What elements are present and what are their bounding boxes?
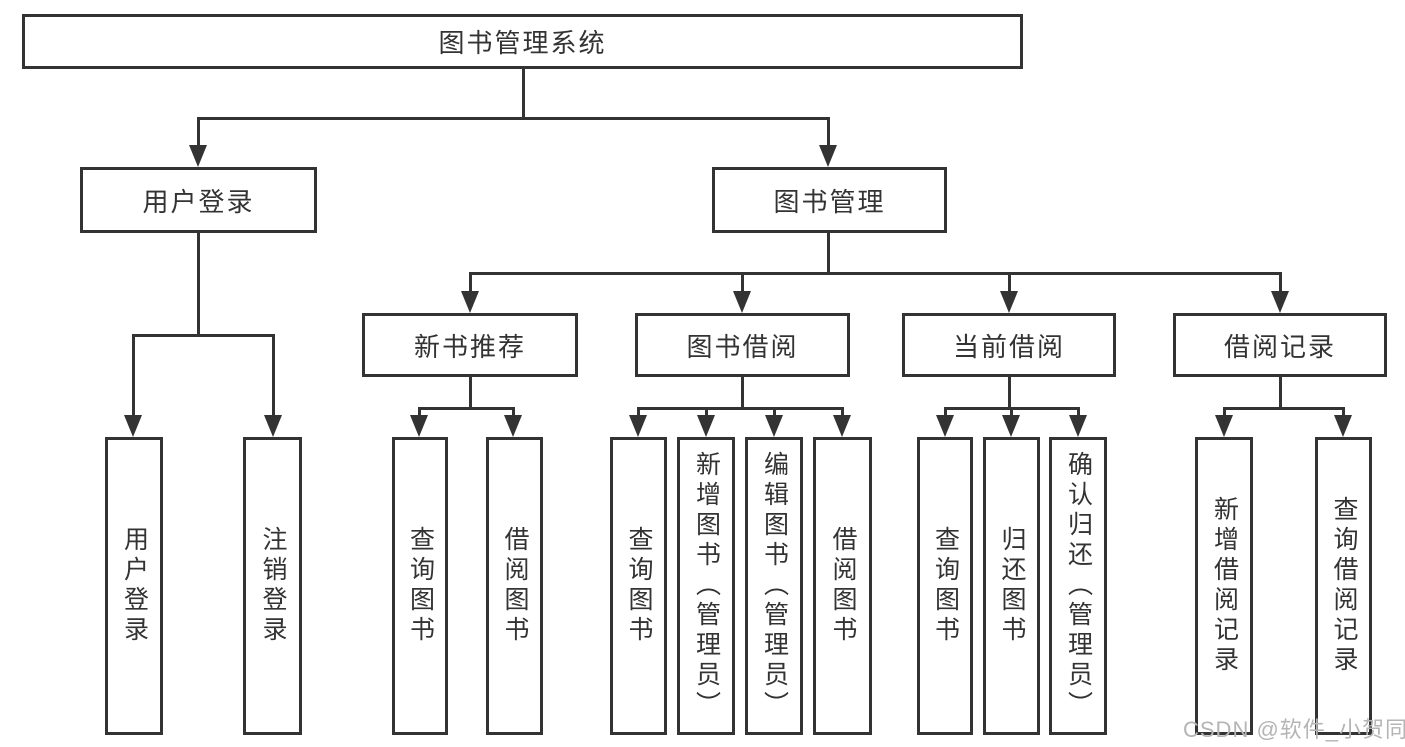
arrow-down-icon — [1334, 415, 1352, 437]
connector-line — [511, 408, 515, 421]
node-library-management-system: 图书管理系统 — [22, 14, 1023, 69]
arrow-down-icon — [765, 415, 783, 437]
arrow-down-icon — [1271, 291, 1289, 313]
arrow-down-icon — [264, 415, 282, 437]
connector-line — [704, 408, 708, 421]
node-label: 图书管理 — [773, 186, 886, 217]
connector-line — [943, 408, 947, 421]
arrow-down-icon — [1000, 291, 1018, 313]
connector-line — [1222, 408, 1226, 421]
connector-line — [196, 116, 830, 120]
node-label: 归还图书 — [998, 526, 1026, 646]
connector-line — [772, 408, 776, 421]
arrow-down-icon — [124, 415, 142, 437]
leaf-confirm-return-admin: 确认归还（管理员） — [1049, 437, 1107, 735]
arrow-down-icon — [1215, 415, 1233, 437]
arrow-down-icon — [461, 291, 479, 313]
connector-line — [826, 233, 830, 273]
connector-line — [196, 118, 200, 151]
leaf-borrow-book-1: 借阅图书 — [486, 437, 543, 735]
arrow-down-icon — [410, 415, 428, 437]
connector-line — [468, 273, 472, 297]
node-label: 新增图书（管理员） — [692, 451, 721, 721]
arrow-down-icon — [936, 415, 954, 437]
leaf-query-book-2: 查询图书 — [610, 437, 667, 735]
leaf-add-book-admin: 新增图书（管理员） — [677, 437, 735, 735]
arrow-down-icon — [504, 415, 522, 437]
node-current-borrow: 当前借阅 — [902, 313, 1116, 377]
connector-line — [1009, 408, 1013, 421]
node-label: 查询图书 — [625, 526, 653, 646]
node-book-borrow: 图书借阅 — [635, 313, 850, 377]
node-label: 查询借阅记录 — [1330, 496, 1358, 676]
node-label: 借阅图书 — [829, 526, 857, 646]
node-user-login: 用户登录 — [80, 167, 317, 233]
leaf-query-book-3: 查询图书 — [917, 437, 973, 735]
connector-line — [1076, 408, 1080, 421]
arrow-down-icon — [189, 145, 207, 167]
connector-line — [468, 377, 472, 408]
node-label: 图书借阅 — [686, 331, 799, 362]
node-label: 用户登录 — [142, 186, 255, 217]
connector-line — [840, 408, 844, 421]
connector-line — [740, 377, 744, 408]
connector-line — [131, 335, 135, 421]
node-label: 借阅图书 — [501, 526, 529, 646]
node-label: 编辑图书（管理员） — [760, 451, 789, 721]
connector-line — [636, 408, 640, 421]
connector-line — [417, 406, 515, 410]
leaf-query-borrow-record: 查询借阅记录 — [1315, 437, 1372, 735]
node-label: 查询图书 — [406, 526, 435, 646]
arrow-down-icon — [819, 145, 837, 167]
leaf-query-book-1: 查询图书 — [392, 437, 448, 735]
connector-line — [636, 406, 844, 410]
connector-line — [1278, 377, 1282, 408]
node-label: 新书推荐 — [413, 331, 526, 362]
connector-line — [1278, 273, 1282, 297]
node-borrow-records: 借阅记录 — [1173, 313, 1387, 377]
leaf-return-book: 归还图书 — [983, 437, 1040, 735]
node-book-management: 图书管理 — [712, 167, 947, 233]
connector-line — [740, 273, 744, 297]
connector-line — [468, 271, 1282, 275]
leaf-user-login: 用户登录 — [105, 437, 163, 735]
connector-line — [1007, 273, 1011, 297]
node-label: 用户登录 — [120, 526, 149, 646]
node-new-book-recommend: 新书推荐 — [362, 313, 578, 377]
leaf-logout: 注销登录 — [243, 437, 302, 735]
node-label: 确认归还（管理员） — [1064, 451, 1093, 721]
leaf-borrow-book-2: 借阅图书 — [813, 437, 872, 735]
leaf-add-borrow-record: 新增借阅记录 — [1195, 437, 1253, 735]
connector-line — [271, 335, 275, 421]
arrow-down-icon — [697, 415, 715, 437]
arrow-down-icon — [629, 415, 647, 437]
connector-line — [131, 333, 275, 337]
node-label: 借阅记录 — [1223, 331, 1336, 362]
arrow-down-icon — [1069, 415, 1087, 437]
node-label: 注销登录 — [259, 526, 287, 646]
leaf-edit-book-admin: 编辑图书（管理员） — [745, 437, 803, 735]
connector-line — [196, 233, 200, 335]
connector-line — [1341, 408, 1345, 421]
connector-line — [417, 408, 421, 421]
arrow-down-icon — [733, 291, 751, 313]
node-label: 当前借阅 — [952, 331, 1065, 362]
node-label: 图书管理系统 — [438, 28, 607, 58]
node-label: 新增借阅记录 — [1210, 496, 1239, 676]
node-label: 查询图书 — [931, 526, 960, 646]
connector-line — [521, 69, 525, 118]
connector-line — [1007, 377, 1011, 408]
csdn-watermark: CSDN @软件_小贺同学 — [1183, 717, 1405, 742]
arrow-down-icon — [1002, 415, 1020, 437]
connector-line — [1222, 406, 1345, 410]
arrow-down-icon — [833, 415, 851, 437]
connector-line — [826, 118, 830, 151]
